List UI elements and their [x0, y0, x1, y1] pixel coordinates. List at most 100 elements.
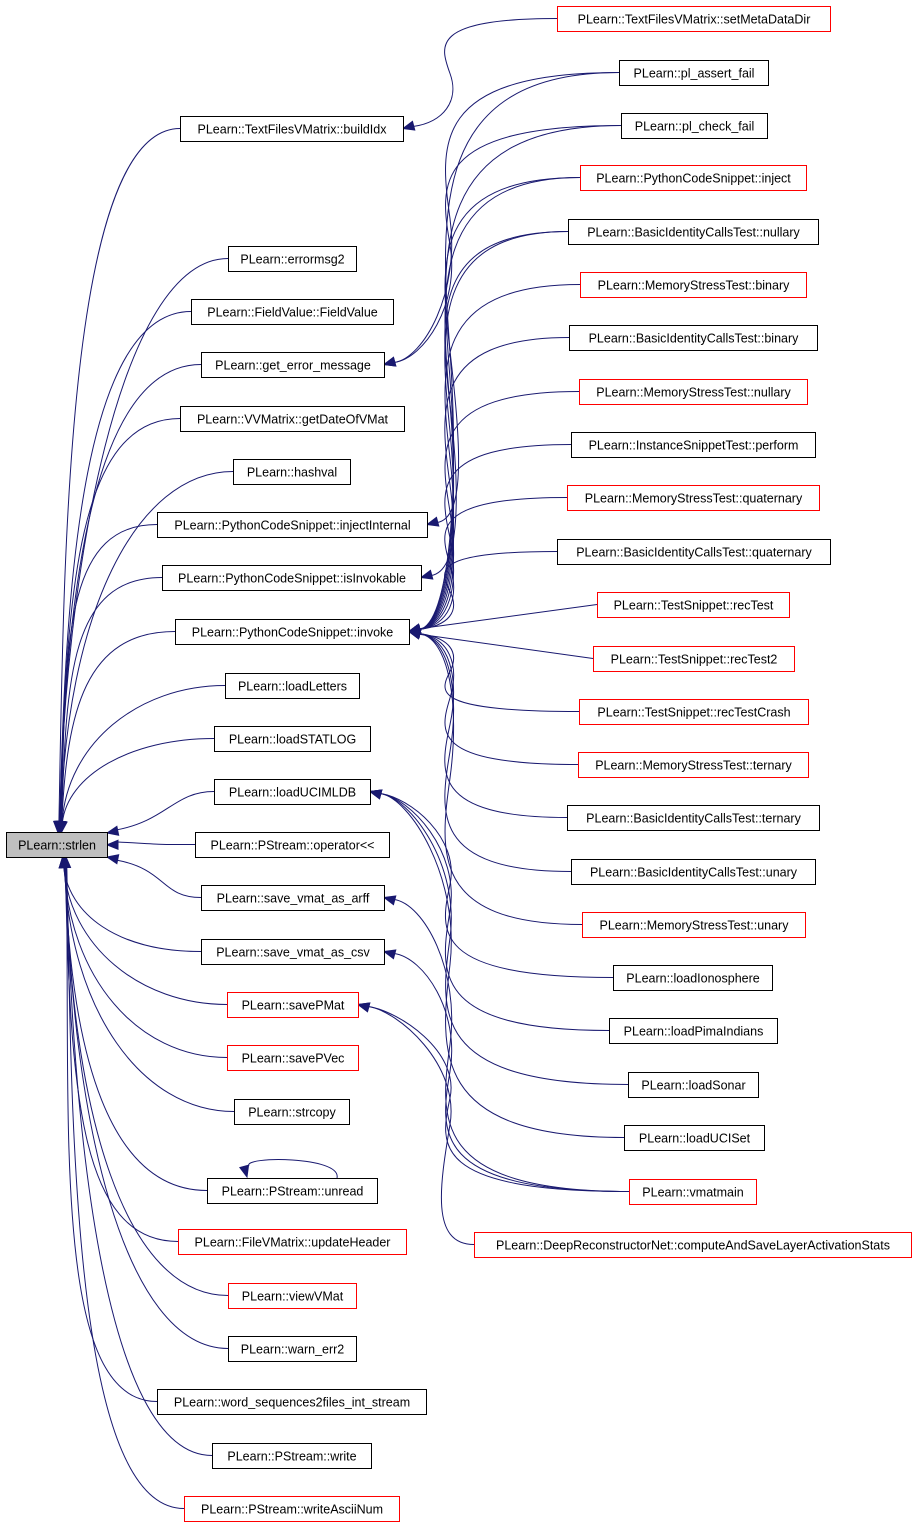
- node-bic_quaternary-label: PLearn::BasicIdentityCallsTest::quaterna…: [576, 546, 812, 560]
- node-bic_nullary[interactable]: PLearn::BasicIdentityCallsTest::nullary: [568, 219, 819, 245]
- node-loadSTATLOG-box: [214, 726, 371, 752]
- node-computeAndSave-label: PLearn::DeepReconstructorNet::computeAnd…: [496, 1239, 890, 1253]
- node-errormsg2[interactable]: PLearn::errormsg2: [228, 246, 357, 272]
- node-loadPimaIndians[interactable]: PLearn::loadPimaIndians: [609, 1018, 778, 1044]
- node-bic_binary-label: PLearn::BasicIdentityCallsTest::binary: [589, 332, 800, 346]
- node-mst_binary[interactable]: PLearn::MemoryStressTest::binary: [580, 272, 807, 298]
- node-updateHeader-box: [178, 1229, 407, 1255]
- node-savePMat[interactable]: PLearn::savePMat: [227, 992, 359, 1018]
- node-loadSTATLOG-label: PLearn::loadSTATLOG: [229, 733, 356, 747]
- arrowhead-loadUCIMLDB-to-strlen: [105, 825, 120, 836]
- node-loadIonosphere[interactable]: PLearn::loadIonosphere: [613, 965, 773, 991]
- node-strcopy-label: PLearn::strcopy: [248, 1106, 336, 1120]
- arrowhead-unread-to-unread: [239, 1164, 250, 1179]
- node-loadLetters[interactable]: PLearn::loadLetters: [225, 673, 360, 699]
- node-mst_unary[interactable]: PLearn::MemoryStressTest::unary: [582, 912, 806, 938]
- edge-mst_quaternary-to-invoke: [407, 497, 568, 634]
- node-strlen[interactable]: PLearn::strlen: [6, 832, 108, 858]
- node-recTestCrash-box: [579, 699, 809, 725]
- node-savePVec[interactable]: PLearn::savePVec: [227, 1045, 359, 1071]
- node-bic_ternary[interactable]: PLearn::BasicIdentityCallsTest::ternary: [567, 805, 820, 831]
- node-bic_ternary-label: PLearn::BasicIdentityCallsTest::ternary: [586, 812, 801, 826]
- edge-write-to-strlen: [60, 855, 213, 1456]
- node-recTest2[interactable]: PLearn::TestSnippet::recTest2: [593, 646, 795, 672]
- node-save_csv-box: [201, 939, 385, 965]
- node-injectInternal-box: [157, 512, 428, 538]
- arrowhead-loadSTATLOG-to-strlen: [57, 820, 68, 834]
- node-loadSonar-label: PLearn::loadSonar: [641, 1079, 745, 1093]
- node-loadUCISet[interactable]: PLearn::loadUCISet: [624, 1125, 765, 1151]
- node-mst_nullary-label: PLearn::MemoryStressTest::nullary: [596, 386, 791, 400]
- node-mst_quaternary[interactable]: PLearn::MemoryStressTest::quaternary: [567, 485, 820, 511]
- node-loadSTATLOG[interactable]: PLearn::loadSTATLOG: [214, 726, 371, 752]
- node-bic_unary[interactable]: PLearn::BasicIdentityCallsTest::unary: [571, 859, 816, 885]
- node-writeAsciiNum[interactable]: PLearn::PStream::writeAsciiNum: [184, 1496, 400, 1522]
- node-bic_binary-box: [569, 325, 818, 351]
- node-recTest2-label: PLearn::TestSnippet::recTest2: [611, 653, 778, 667]
- edge-loadUCISet-to-loadUCIMLDB: [368, 789, 625, 1138]
- arrowhead-pl_check_fail-to-get_error_message: [382, 356, 397, 367]
- node-injectInternal[interactable]: PLearn::PythonCodeSnippet::injectInterna…: [157, 512, 428, 538]
- node-viewVMat[interactable]: PLearn::viewVMat: [228, 1283, 357, 1309]
- node-get_error_message[interactable]: PLearn::get_error_message: [201, 352, 385, 378]
- node-FieldValue[interactable]: PLearn::FieldValue::FieldValue: [191, 299, 394, 325]
- node-warn_err2[interactable]: PLearn::warn_err2: [228, 1336, 357, 1362]
- arrowhead-inject-to-injectInternal: [425, 516, 440, 527]
- node-writeAsciiNum-label: PLearn::PStream::writeAsciiNum: [201, 1503, 383, 1517]
- node-mst_nullary-box: [579, 379, 808, 405]
- node-mst_nullary[interactable]: PLearn::MemoryStressTest::nullary: [579, 379, 808, 405]
- node-bic_nullary-label: PLearn::BasicIdentityCallsTest::nullary: [587, 226, 800, 240]
- node-recTestCrash[interactable]: PLearn::TestSnippet::recTestCrash: [579, 699, 809, 725]
- node-invoke[interactable]: PLearn::PythonCodeSnippet::invoke: [175, 619, 410, 645]
- node-loadSonar[interactable]: PLearn::loadSonar: [628, 1072, 759, 1098]
- node-getDateOfVMat[interactable]: PLearn::VVMatrix::getDateOfVMat: [180, 406, 405, 432]
- node-unread[interactable]: PLearn::PStream::unread: [207, 1178, 378, 1204]
- node-hashval[interactable]: PLearn::hashval: [233, 459, 351, 485]
- node-loadUCIMLDB[interactable]: PLearn::loadUCIMLDB: [214, 779, 371, 805]
- node-computeAndSave[interactable]: PLearn::DeepReconstructorNet::computeAnd…: [474, 1232, 912, 1258]
- node-opShift[interactable]: PLearn::PStream::operator<<: [195, 832, 390, 858]
- node-recTest-label: PLearn::TestSnippet::recTest: [614, 599, 774, 613]
- node-viewVMat-label: PLearn::viewVMat: [242, 1290, 344, 1304]
- node-mst_ternary[interactable]: PLearn::MemoryStressTest::ternary: [578, 752, 809, 778]
- edge-loadSTATLOG-to-strlen: [57, 738, 215, 834]
- edge-mst_ternary-to-invoke: [407, 629, 579, 765]
- node-bic_unary-label: PLearn::BasicIdentityCallsTest::unary: [590, 866, 798, 880]
- node-recTest[interactable]: PLearn::TestSnippet::recTest: [597, 592, 790, 618]
- node-buildIdx[interactable]: PLearn::TextFilesVMatrix::buildIdx: [180, 116, 404, 142]
- node-word_seq[interactable]: PLearn::word_sequences2files_int_stream: [157, 1389, 427, 1415]
- edge-getDateOfVMat-to-strlen: [54, 418, 181, 834]
- node-opShift-label: PLearn::PStream::operator<<: [211, 839, 375, 853]
- node-get_error_message-label: PLearn::get_error_message: [215, 359, 371, 373]
- node-recTestCrash-label: PLearn::TestSnippet::recTestCrash: [597, 706, 790, 720]
- node-strlen-box: [6, 832, 108, 858]
- edge-isInvokable-to-strlen: [55, 577, 163, 834]
- node-bic_binary[interactable]: PLearn::BasicIdentityCallsTest::binary: [569, 325, 818, 351]
- node-mst_binary-label: PLearn::MemoryStressTest::binary: [598, 279, 790, 293]
- node-pl_assert_fail[interactable]: PLearn::pl_assert_fail: [619, 60, 769, 86]
- node-mst_quaternary-box: [567, 485, 820, 511]
- node-bic_quaternary[interactable]: PLearn::BasicIdentityCallsTest::quaterna…: [557, 539, 831, 565]
- node-updateHeader[interactable]: PLearn::FileVMatrix::updateHeader: [178, 1229, 407, 1255]
- node-strcopy[interactable]: PLearn::strcopy: [234, 1099, 350, 1125]
- node-viewVMat-box: [228, 1283, 357, 1309]
- node-save_csv[interactable]: PLearn::save_vmat_as_csv: [201, 939, 385, 965]
- node-pl_check_fail[interactable]: PLearn::pl_check_fail: [621, 113, 768, 139]
- arrowhead-vmatmain-to-save_csv: [382, 949, 397, 960]
- node-setMetaDataDir[interactable]: PLearn::TextFilesVMatrix::setMetaDataDir: [557, 6, 831, 32]
- node-unread-box: [207, 1178, 378, 1204]
- node-ist_perform[interactable]: PLearn::InstanceSnippetTest::perform: [571, 432, 816, 458]
- node-strcopy-box: [234, 1099, 350, 1125]
- arrowhead-writeAsciiNum-to-strlen: [60, 855, 72, 869]
- node-save_arff[interactable]: PLearn::save_vmat_as_arff: [201, 885, 385, 911]
- node-vmatmain[interactable]: PLearn::vmatmain: [629, 1179, 757, 1205]
- node-inject[interactable]: PLearn::PythonCodeSnippet::inject: [580, 165, 807, 191]
- edge-opShift-to-strlen: [105, 839, 196, 851]
- node-write[interactable]: PLearn::PStream::write: [212, 1443, 372, 1469]
- node-write-label: PLearn::PStream::write: [227, 1450, 356, 1464]
- node-hashval-label: PLearn::hashval: [247, 466, 337, 480]
- node-loadUCISet-box: [624, 1125, 765, 1151]
- node-hashval-box: [233, 459, 351, 485]
- edge-writeAsciiNum-to-strlen: [60, 855, 185, 1509]
- node-isInvokable[interactable]: PLearn::PythonCodeSnippet::isInvokable: [162, 565, 422, 591]
